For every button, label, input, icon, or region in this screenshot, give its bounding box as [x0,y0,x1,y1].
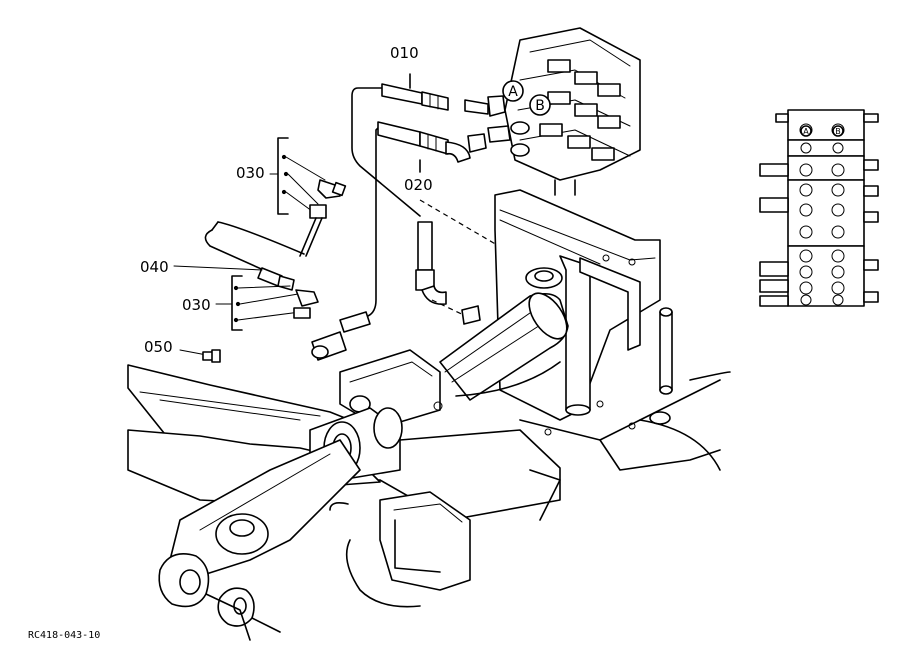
lower-frame [329,371,731,608]
port-b-marker: B [529,94,551,116]
hose-020 [367,121,511,317]
callout-050: 050 [144,338,173,356]
callout-030-lower: 030 [182,296,211,314]
callout-040: 040 [140,258,169,276]
callout-020: 020 [404,176,433,194]
inset-port-a-label: A [803,127,809,136]
hose-040 [204,221,305,291]
port-b-label: B [535,98,545,114]
grease-fitting-050 [179,349,221,363]
control-valve-assembly [504,27,641,196]
boom-arm [158,439,361,641]
leader-dashed-2 [431,299,471,319]
callout-010: 010 [390,44,419,62]
inset-port-b-label: B [835,127,841,136]
port-a-label: A [508,84,518,100]
hose-vertical-right [415,221,447,306]
fitting-030-upper [277,137,347,257]
port-a-marker: A [502,80,524,102]
fitting-030-lower [231,275,319,331]
swing-bracket [494,189,673,436]
drawing-code: RC418-043-10 [28,630,100,641]
callout-030-upper: 030 [236,164,265,182]
hose-end-fittings [311,305,481,361]
hose-010 [351,73,506,217]
valve-inset-diagram: A B [759,109,879,307]
swing-cylinder [439,292,569,401]
upper-plate [339,349,443,429]
leader-040 [173,265,263,271]
